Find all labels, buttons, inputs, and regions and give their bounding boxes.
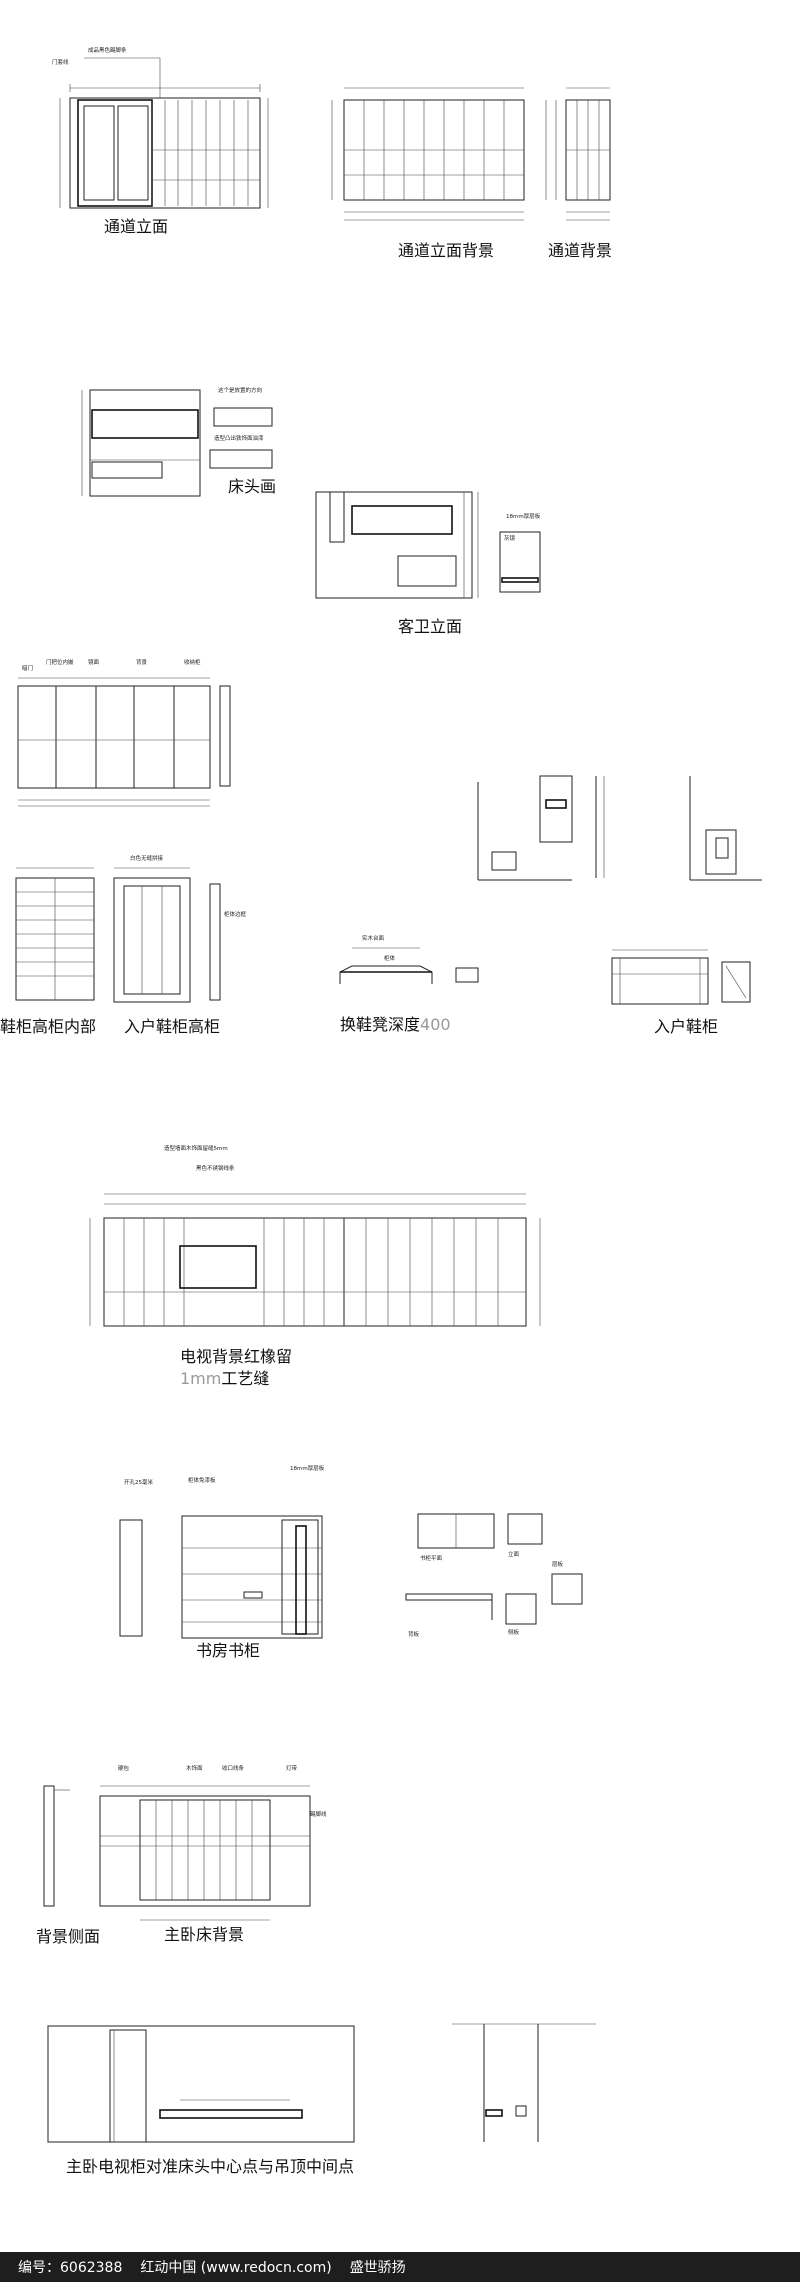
study-detail-label-1: 书柜平面 [420, 1554, 443, 1562]
wardrobe-label-3: 镜面 [88, 658, 100, 666]
wardrobe-elevation-drawing: 暗门 门把位内嵌 镜面 背景 收纳柜 [17, 658, 231, 807]
wardrobe-label-1: 暗门 [22, 664, 33, 672]
wardrobe-label-4: 背景 [136, 658, 148, 666]
bed-head-note-1: 这个是放置的方向 [218, 386, 262, 394]
master-bed-note-4: 灯带 [286, 1764, 298, 1772]
entry-shoe-tall-drawing: 白色无缝拼接 柜体边框 入户鞋柜高柜 [113, 854, 247, 1036]
study-bookcase-drawing: 开孔25毫米 柜体免漆板 18mm厚层板 书房书柜 书柜平面 立面 背板 侧板 … [119, 1464, 583, 1660]
study-detail-label-2: 立面 [508, 1550, 520, 1558]
bed-head-title: 床头画 [228, 477, 276, 496]
passage-bg-drawing: 通道背景 [545, 87, 612, 260]
shoe-bench-title: 换鞋凳深度400 [340, 1015, 451, 1034]
master-bed-note-1: 硬包 [118, 1764, 130, 1772]
guest-bath-note-2: 灰镜 [504, 534, 516, 542]
entry-shoe-tall-note-2: 柜体边框 [224, 910, 247, 918]
guest-bath-note-1: 18mm厚层板 [506, 512, 541, 520]
footer-author: 盛世骄扬 [349, 2260, 406, 2276]
master-bed-bg-drawing: 硬包 木饰面 收口线条 灯带 踢脚线 背景侧面 主卧床背景 [36, 1764, 327, 1946]
tv-note-1: 造型墙面木饰面留缝5mm [164, 1144, 228, 1152]
entry-shoe-drawing: 入户鞋柜 [611, 949, 751, 1036]
study-note-1: 开孔25毫米 [124, 1478, 153, 1486]
guest-bath-drawing: 18mm厚层板 灰镜 客卫立面 [315, 491, 541, 636]
entry-shoe-tall-note-1: 白色无缝拼接 [130, 854, 164, 862]
passage-note-top: 成品黑色踢脚条 [88, 46, 127, 54]
study-detail-label-5: 层板 [552, 1560, 564, 1568]
passage-note-left: 门套线 [52, 58, 69, 66]
study-note-2: 柜体免漆板 [188, 1476, 216, 1484]
passage-elevation-bg-title: 通道立面背景 [398, 241, 494, 260]
footer-id: 编号：6062388 [18, 2260, 123, 2276]
tv-title-line2: 1mm工艺缝 [180, 1369, 269, 1388]
entry-shoe-tall-title: 入户鞋柜高柜 [124, 1017, 220, 1036]
bed-head-note-2: 造型凸出铁饰面油漆 [214, 434, 264, 442]
shoe-cabinet-inner-title: 鞋柜高柜内部 [0, 1017, 96, 1036]
master-tv-drawing: 主卧电视柜对准床头中心点与吊顶中间点 [47, 2023, 596, 2176]
master-bed-note-3: 收口线条 [222, 1764, 245, 1772]
master-tv-title: 主卧电视柜对准床头中心点与吊顶中间点 [66, 2157, 354, 2176]
shoe-bench-drawing: 实木台面 柜体 换鞋凳深度400 [339, 934, 479, 1034]
study-detail-label-4: 侧板 [508, 1628, 520, 1636]
passage-elevation-bg-drawing: 通道立面背景 [331, 87, 525, 260]
master-bed-side-title: 背景侧面 [36, 1927, 100, 1946]
passage-bg-title: 通道背景 [548, 241, 612, 260]
study-detail-label-3: 背板 [408, 1630, 420, 1638]
footer-site[interactable]: 红动中国 (www.redocn.com) [140, 2260, 332, 2276]
shoe-cabinet-inner-drawing: 鞋柜高柜内部 [0, 867, 96, 1036]
entry-shoe-title: 入户鞋柜 [654, 1017, 718, 1036]
guest-bath-title: 客卫立面 [398, 617, 462, 636]
wardrobe-label-5: 收纳柜 [184, 658, 201, 666]
master-bed-bg-title: 主卧床背景 [164, 1925, 244, 1944]
study-bookcase-title: 书房书柜 [196, 1641, 260, 1660]
tv-background-drawing: 造型墙面木饰面留缝5mm 黑色不锈钢线条 电视背景红橡留 1mm工艺缝 [89, 1144, 541, 1388]
shoe-bench-note-2: 柜体 [384, 954, 396, 962]
master-bed-note-5: 踢脚线 [310, 1810, 327, 1818]
footer-bar: 编号：6062388 红动中国 (www.redocn.com) 盛世骄扬 [0, 2252, 800, 2282]
passage-elevation-title: 通道立面 [104, 217, 168, 236]
bed-head-drawing: 这个是放置的方向 造型凸出铁饰面油漆 床头画 [81, 386, 276, 497]
tv-title-line1: 电视背景红橡留 [180, 1347, 292, 1366]
bath-section-drawings [477, 775, 762, 881]
study-note-3: 18mm厚层板 [290, 1464, 325, 1472]
tv-note-2: 黑色不锈钢线条 [196, 1164, 235, 1172]
shoe-bench-note-1: 实木台面 [362, 934, 385, 942]
passage-elevation-drawing: 成品黑色踢脚条 门套线 通道立面 [52, 46, 269, 236]
master-bed-note-2: 木饰面 [186, 1764, 203, 1772]
wardrobe-label-2: 门把位内嵌 [46, 658, 74, 666]
